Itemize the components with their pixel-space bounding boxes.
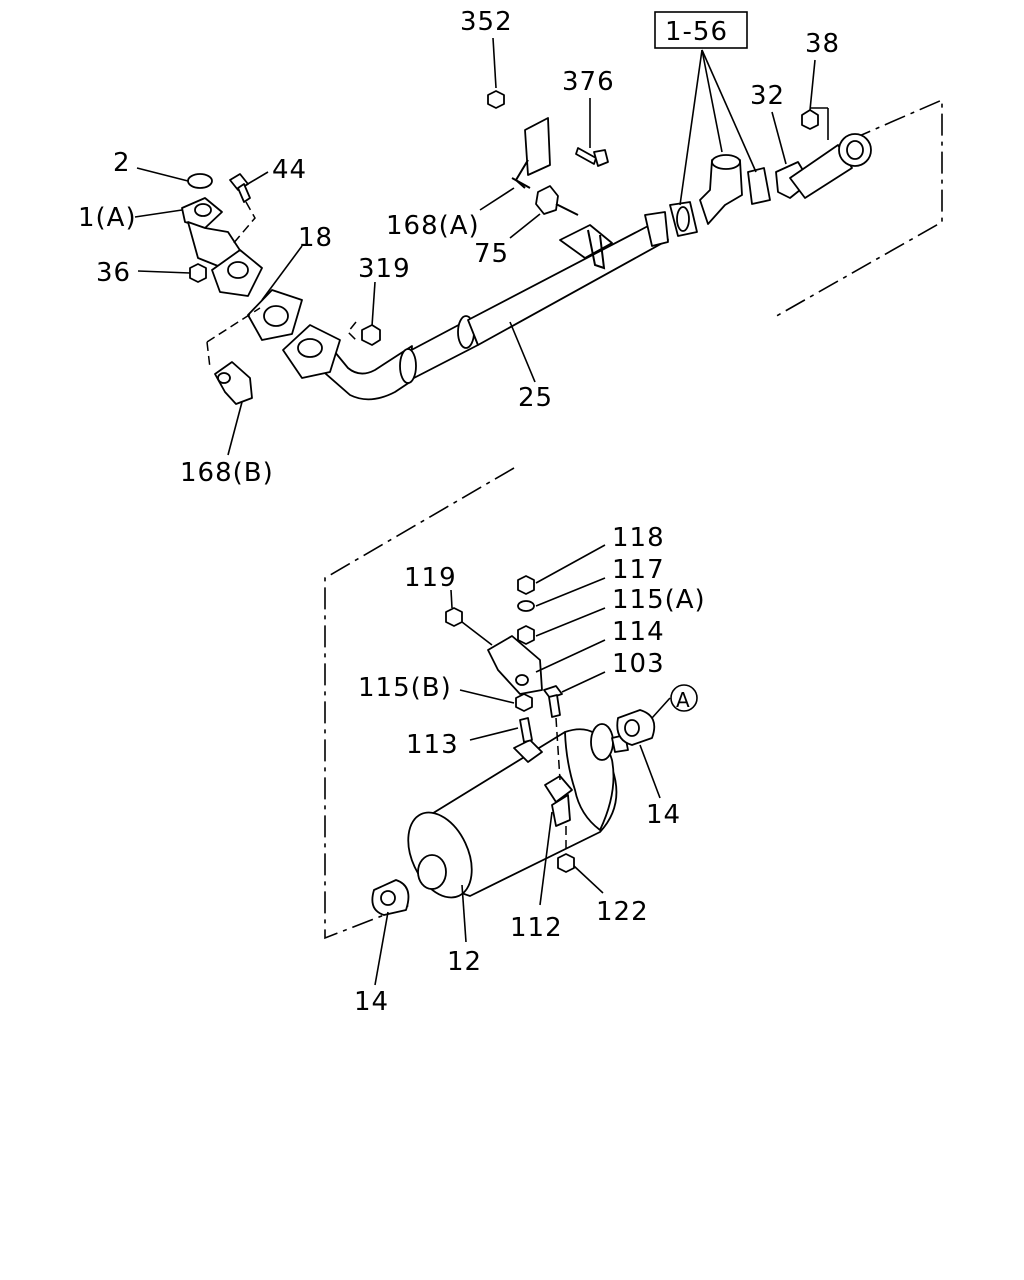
- label-376: 376: [562, 67, 615, 97]
- stud-113: [519, 717, 533, 743]
- bolt-376-head: [593, 149, 609, 167]
- label-1-56: 1-56: [665, 17, 728, 47]
- bolt-44: [229, 173, 251, 203]
- washer-117: [517, 600, 535, 612]
- pipe-hanger-strap: [587, 229, 606, 270]
- bracket-168b-phantom: [206, 307, 261, 369]
- bracket-168b-hole: [217, 372, 231, 384]
- label-115a: 115(A): [612, 585, 706, 615]
- label-352: 352: [460, 7, 513, 37]
- label-2: 2: [113, 148, 131, 178]
- label-119: 119: [404, 563, 457, 593]
- label-168b: 168(B): [180, 458, 274, 488]
- label-114: 114: [612, 617, 665, 647]
- label-ref-a: A: [676, 688, 691, 712]
- bolt-44-phantom: [231, 201, 256, 246]
- label-38: 38: [805, 29, 840, 59]
- bolt-phantom-lower: [555, 717, 567, 852]
- upper-leader-lines: [134, 11, 829, 456]
- label-18: 18: [298, 223, 333, 253]
- label-118: 118: [612, 523, 665, 553]
- label-32: 32: [750, 81, 785, 111]
- catalyst-assembly: [669, 154, 771, 237]
- label-25: 25: [518, 383, 553, 413]
- bolt-376: [575, 147, 597, 165]
- nut-118: [517, 575, 535, 595]
- reference-circle-a: [670, 684, 698, 712]
- nut-36: [189, 263, 207, 283]
- label-14-right: 14: [646, 800, 681, 830]
- label-319: 319: [358, 254, 411, 284]
- label-112: 112: [510, 913, 563, 943]
- label-75: 75: [474, 239, 509, 269]
- section-boundary-lower: [324, 467, 515, 940]
- nut-352: [487, 90, 505, 109]
- label-14-left: 14: [354, 987, 389, 1017]
- nut-122: [557, 853, 575, 873]
- nut-319: [361, 324, 381, 346]
- rubber-mount-75: [535, 185, 559, 215]
- lower-leader-lines: [374, 544, 671, 986]
- gasket-14-right-hole: [624, 719, 640, 737]
- nut-319-phantom: [346, 321, 357, 341]
- label-36: 36: [96, 258, 131, 288]
- gasket-14-left-hole: [380, 890, 396, 906]
- bracket-114-hole: [515, 674, 529, 686]
- nut-38: [801, 109, 819, 130]
- pipe-hanger-plate: [559, 224, 613, 259]
- label-117: 117: [612, 555, 665, 585]
- label-44: 44: [272, 155, 307, 185]
- label-168a: 168(A): [386, 211, 480, 241]
- gasket-ring-2: [187, 173, 213, 189]
- bolt-103: [543, 685, 563, 718]
- center-pipe: [789, 133, 872, 199]
- manifold-connector-1a: [181, 197, 263, 297]
- label-113: 113: [406, 730, 459, 760]
- muffler-12: [407, 723, 629, 899]
- label-1a: 1(A): [78, 203, 137, 233]
- rubber-mount-stud: [511, 177, 579, 216]
- label-12: 12: [447, 947, 482, 977]
- nut-115b: [515, 693, 533, 712]
- bracket-168a: [524, 117, 551, 176]
- gasket-18-hole: [263, 305, 289, 327]
- front-exhaust-pipe: [309, 211, 669, 401]
- nut-119: [445, 607, 463, 627]
- callout-labels: 352 1-56 38 376 32 2 44 1(A) 18 168(A) 3…: [78, 7, 840, 1017]
- section-boundary-upper: [772, 98, 943, 319]
- label-122: 122: [596, 897, 649, 927]
- label-103: 103: [612, 649, 665, 679]
- nut-115a: [517, 625, 535, 645]
- pipe-flange-hole: [297, 338, 323, 358]
- bracket-114: [487, 635, 543, 695]
- label-115b: 115(B): [358, 673, 452, 703]
